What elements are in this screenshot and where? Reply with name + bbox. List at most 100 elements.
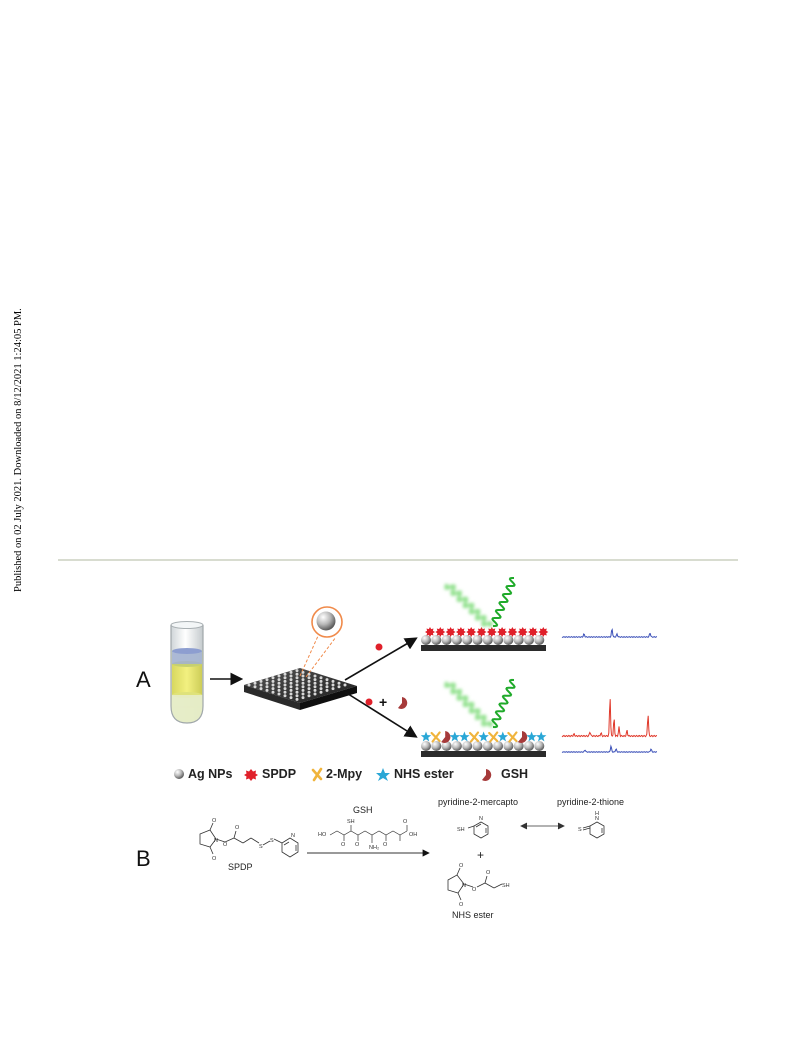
spdp-molecule <box>435 627 446 637</box>
spdp-molecule <box>466 627 477 637</box>
nanoparticle-dot <box>295 687 299 691</box>
nanoparticle-dot <box>295 683 299 687</box>
nanoparticle-dot <box>283 683 287 687</box>
nanoparticle-dot <box>301 696 305 700</box>
nanoparticle-dot <box>271 679 275 683</box>
ag-nanoparticle <box>524 741 534 751</box>
spdp-structure <box>199 822 299 858</box>
spdp-molecule <box>445 627 456 637</box>
pyridine-2-mercapto-structure <box>467 821 489 839</box>
nanoparticle-dot <box>301 670 305 674</box>
atom-label: SH <box>502 883 510 889</box>
atom-label: S <box>270 838 274 844</box>
nhs-ester-molecule <box>526 731 537 742</box>
atom-label: N <box>595 816 599 822</box>
spdp-molecule <box>455 627 466 637</box>
yellow-cross-icon <box>311 767 323 782</box>
nanoparticle-dot <box>277 685 281 689</box>
nanoparticle-dot <box>283 672 287 676</box>
nanoparticle-dot <box>259 683 263 687</box>
gsh-molecule <box>441 731 451 743</box>
nanoparticle-dot <box>295 694 299 698</box>
legend-item-gsh: GSH <box>482 767 528 781</box>
nhs-ester-molecule <box>497 731 508 742</box>
atom-label: SH <box>457 827 465 833</box>
spdp-molecule <box>538 627 549 637</box>
legend-item-nhs-ester: NHS ester <box>376 767 454 781</box>
equilibrium-arrow <box>520 822 565 830</box>
panel-b-letter: B <box>136 846 151 871</box>
spdp-molecule <box>425 627 435 637</box>
spdp-label: SPDP <box>228 862 253 872</box>
nanoparticle-dot <box>289 681 293 685</box>
nanoparticle-dot <box>313 685 317 689</box>
svg-text:+: + <box>379 694 387 710</box>
nhs-ester-structure <box>447 867 503 901</box>
nanoparticle-dot <box>295 672 299 676</box>
nanoparticle-dot <box>343 683 347 687</box>
arrow-upper-branch <box>344 637 418 681</box>
lower-red-spectrum <box>561 699 657 738</box>
lower-laser-beams <box>444 678 516 729</box>
nanoparticle-dot <box>283 676 287 680</box>
ag-nanoparticle <box>462 635 473 645</box>
ag-substrate-icon <box>244 668 357 710</box>
atom-label: O <box>235 825 240 831</box>
nanoparticle-dot <box>277 674 281 678</box>
nanoparticle-dot <box>289 674 293 678</box>
spdp-plus-gsh-reagents: + <box>365 694 408 710</box>
nanoparticle-dot <box>307 679 311 683</box>
nanoparticle-dot <box>313 681 317 685</box>
legend: Ag NPs SPDP 2-Mpy NHS ester GSH <box>174 767 528 782</box>
nhs-ester-molecule <box>478 731 489 742</box>
nanoparticle-dot <box>319 683 323 687</box>
gsh-structure <box>329 825 408 843</box>
nanoparticle-dot <box>319 676 323 680</box>
atom-label: N <box>291 833 295 839</box>
ag-nanoparticle <box>513 741 524 751</box>
spdp-molecule <box>517 627 528 637</box>
ag-nanoparticle <box>493 635 504 645</box>
atom-label: N <box>214 838 218 844</box>
nanoparticle-dot <box>313 688 317 692</box>
legend-label: Ag NPs <box>188 767 233 781</box>
nhs-ester-label: NHS ester <box>452 910 494 920</box>
ag-nanoparticle <box>493 741 504 751</box>
ag-nanoparticle <box>534 741 545 751</box>
nanoparticle-dot <box>271 687 275 691</box>
legend-label: GSH <box>501 767 528 781</box>
ag-nanoparticle <box>472 635 483 645</box>
nanoparticle-dot <box>253 685 257 689</box>
nanoparticle-dot <box>307 676 311 680</box>
2-mpy-molecule <box>468 731 480 743</box>
nanoparticle-dot <box>265 688 269 692</box>
ag-nanoparticle <box>431 635 442 645</box>
nanoparticle-dot <box>325 681 329 685</box>
legend-item-2-mpy: 2-Mpy <box>311 767 362 782</box>
2-mpy-molecule <box>488 731 499 743</box>
product-pyridine-2-thione-label: pyridine-2-thione <box>557 797 624 807</box>
nanoparticle-dot <box>289 685 293 689</box>
nanoparticle-dot <box>337 681 341 685</box>
legend-label: 2-Mpy <box>326 767 362 781</box>
red-starburst-icon <box>244 769 258 781</box>
ag-nanoparticle <box>451 741 462 751</box>
spdp-reagent-icon <box>375 643 383 651</box>
atom-label: S <box>578 827 582 833</box>
upper-sers-substrate <box>421 627 549 651</box>
nanoparticle-dot <box>277 692 281 696</box>
pyridine-2-thione-structure <box>582 821 605 839</box>
nanoparticle-dot <box>283 694 287 698</box>
nhs-ester-molecule <box>420 731 432 742</box>
nanoparticle-dot <box>289 696 293 700</box>
lower-sers-substrate <box>420 731 547 757</box>
legend-item-spdp: SPDP <box>244 767 296 781</box>
gsh-molecule <box>518 731 528 743</box>
ag-nanoparticle <box>451 635 462 645</box>
atom-label: H <box>595 811 599 817</box>
upper-laser-beams <box>444 577 516 628</box>
nanoparticle-dot <box>307 690 311 694</box>
atom-label: O <box>341 842 346 848</box>
legend-label: SPDP <box>262 767 296 781</box>
atom-label: SH <box>347 819 355 825</box>
